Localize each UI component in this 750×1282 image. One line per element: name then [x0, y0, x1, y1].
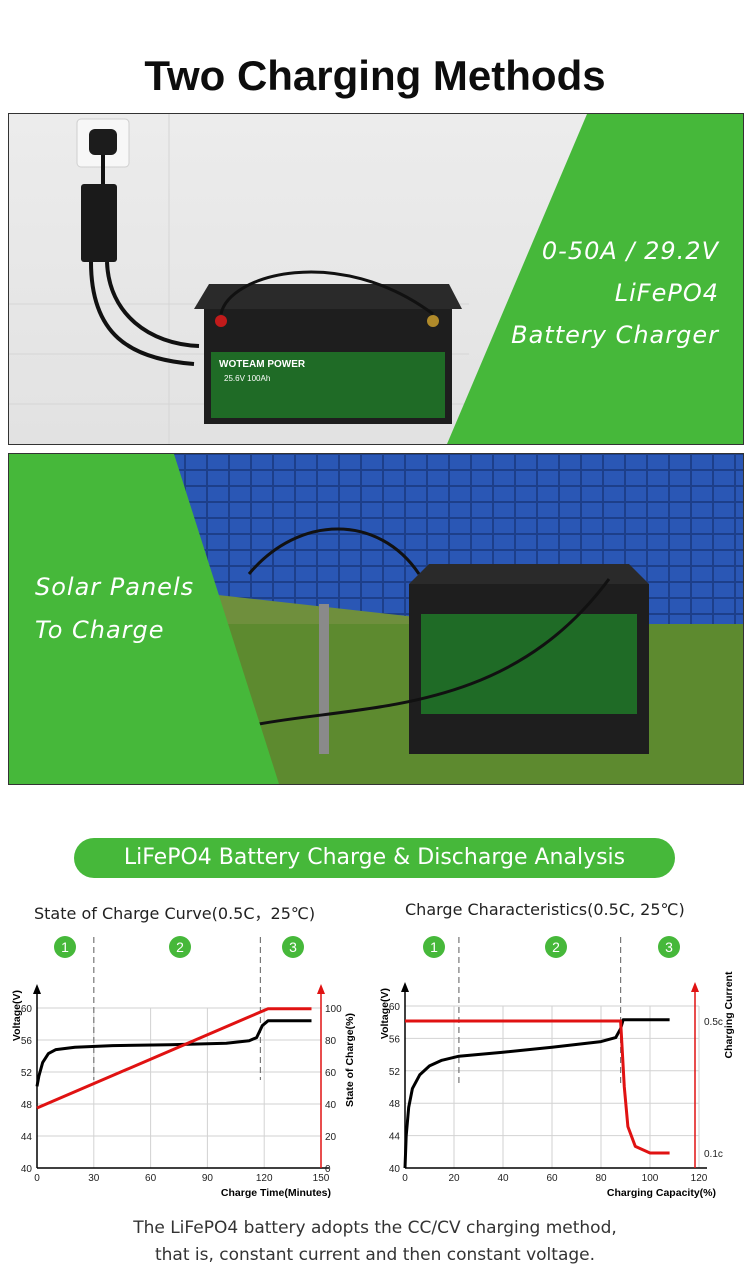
y-tick-label: 56 [21, 1036, 33, 1047]
battery-label [421, 614, 637, 714]
y-tick-label: 44 [21, 1132, 33, 1143]
y2-axis-arrow [317, 984, 325, 994]
negative-terminal [427, 315, 439, 327]
x-tick-label: 90 [202, 1173, 214, 1184]
y-tick-label: 48 [389, 1099, 401, 1110]
x-axis-label: Charge Time(Minutes) [221, 1187, 331, 1199]
phase-marker-label: 2 [176, 939, 184, 955]
y2-tick-label: 80 [325, 1036, 337, 1047]
phase-marker [658, 936, 680, 958]
x-axis-label: Charging Capacity(%) [607, 1187, 716, 1199]
y-tick-label: 60 [389, 1002, 401, 1013]
y-axis-label: Voltage(V) [379, 988, 391, 1039]
y2-axis-arrow [691, 982, 699, 992]
y2-tick-label: 60 [325, 1068, 337, 1079]
charger-brick [81, 184, 117, 262]
y-axis-arrow [33, 984, 41, 994]
charger-cable [89, 261, 195, 366]
y-tick-label: 56 [389, 1034, 401, 1045]
y2-axis-label: State of Charge(%) [344, 1013, 356, 1107]
charger-green-banner [447, 114, 743, 444]
x-tick-label: 150 [313, 1173, 330, 1184]
charger-promo-panel: WOTEAM POWER 25.6V 100Ah 0-50A / 29.2V L… [8, 113, 744, 445]
caption-line-2: that is, constant current and then const… [154, 1245, 596, 1265]
y-tick-label: 44 [389, 1132, 401, 1143]
x-tick-label: 0 [34, 1173, 40, 1184]
phase-marker [545, 936, 567, 958]
x-tick-label: 100 [642, 1173, 659, 1184]
plug [89, 129, 117, 155]
y-tick-label: 48 [21, 1100, 33, 1111]
phase-marker [423, 936, 445, 958]
y-tick-label: 60 [21, 1004, 33, 1015]
phase-marker-label: 3 [289, 939, 297, 955]
svg-text:25.6V 100Ah: 25.6V 100Ah [224, 374, 270, 383]
x-tick-label: 30 [88, 1173, 100, 1184]
y-axis-arrow [401, 982, 409, 992]
solar-illustration [9, 454, 743, 784]
y2-tick-label: 100 [325, 1004, 342, 1015]
y2-tick-label: 20 [325, 1132, 337, 1143]
battery-label [211, 352, 445, 418]
charger-spec-line: 0-50A / 29.2V [541, 237, 719, 265]
charger-illustration: WOTEAM POWER 25.6V 100Ah [9, 114, 743, 444]
page-title: Two Charging Methods [144, 52, 606, 99]
x-tick-label: 60 [145, 1173, 157, 1184]
phase-marker-label: 1 [61, 939, 69, 955]
solar-cable [247, 527, 421, 575]
solar-green-banner [9, 454, 279, 784]
analysis-banner: LiFePO4 Battery Charge & Discharge Analy… [74, 838, 675, 878]
y2-axis-label: Charging Current [723, 971, 735, 1058]
phase-marker [54, 936, 76, 958]
phase-marker [169, 936, 191, 958]
solar-text-line: To Charge [35, 616, 165, 644]
x-tick-label: 80 [595, 1173, 607, 1184]
x-tick-label: 120 [256, 1173, 273, 1184]
charger-spec-line: LiFePO4 [614, 279, 719, 307]
x-tick-label: 120 [691, 1173, 708, 1184]
x-tick-label: 60 [546, 1173, 558, 1184]
phase-marker [282, 936, 304, 958]
y-axis-label: Voltage(V) [11, 990, 23, 1041]
solar-text: Solar Panels To Charge [35, 566, 194, 652]
y-tick-label: 40 [389, 1164, 401, 1175]
solar-text-line: Solar Panels [35, 573, 195, 601]
voltage-series-line [403, 1018, 670, 1169]
y2-tick-label: 0 [325, 1164, 331, 1175]
y-tick-label: 52 [389, 1067, 401, 1078]
y-tick-label: 52 [21, 1068, 33, 1079]
y2-tick-label: 0.1c [704, 1149, 723, 1160]
y-tick-label: 40 [21, 1164, 33, 1175]
y2-tick-label: 40 [325, 1100, 337, 1111]
charger-spec-line: Battery Charger [511, 321, 719, 349]
charger-spec-text: 0-50A / 29.2V LiFePO4 Battery Charger [511, 230, 719, 356]
svg-text:WOTEAM POWER: WOTEAM POWER [219, 359, 306, 370]
x-tick-label: 0 [402, 1173, 408, 1184]
charge-series-line [36, 1007, 312, 1110]
chart-2-title: Charge Characteristics(0.5C, 25℃) [405, 900, 685, 919]
voltage-series-line [35, 1019, 312, 1087]
chart-1-title: State of Charge Curve(0.5C，25℃) [34, 904, 316, 923]
y2-tick-label: 0.5c [704, 1017, 723, 1028]
x-tick-label: 40 [497, 1173, 509, 1184]
phase-marker-label: 3 [665, 939, 673, 955]
solar-promo-panel: Solar Panels To Charge [8, 453, 744, 785]
phase-marker-label: 1 [430, 939, 438, 955]
x-tick-label: 20 [448, 1173, 460, 1184]
phase-marker-label: 2 [552, 939, 560, 955]
caption-line-1: The LiFePO4 battery adopts the CC/CV cha… [133, 1218, 617, 1238]
charge-series-line [405, 1019, 670, 1155]
positive-terminal [215, 315, 227, 327]
